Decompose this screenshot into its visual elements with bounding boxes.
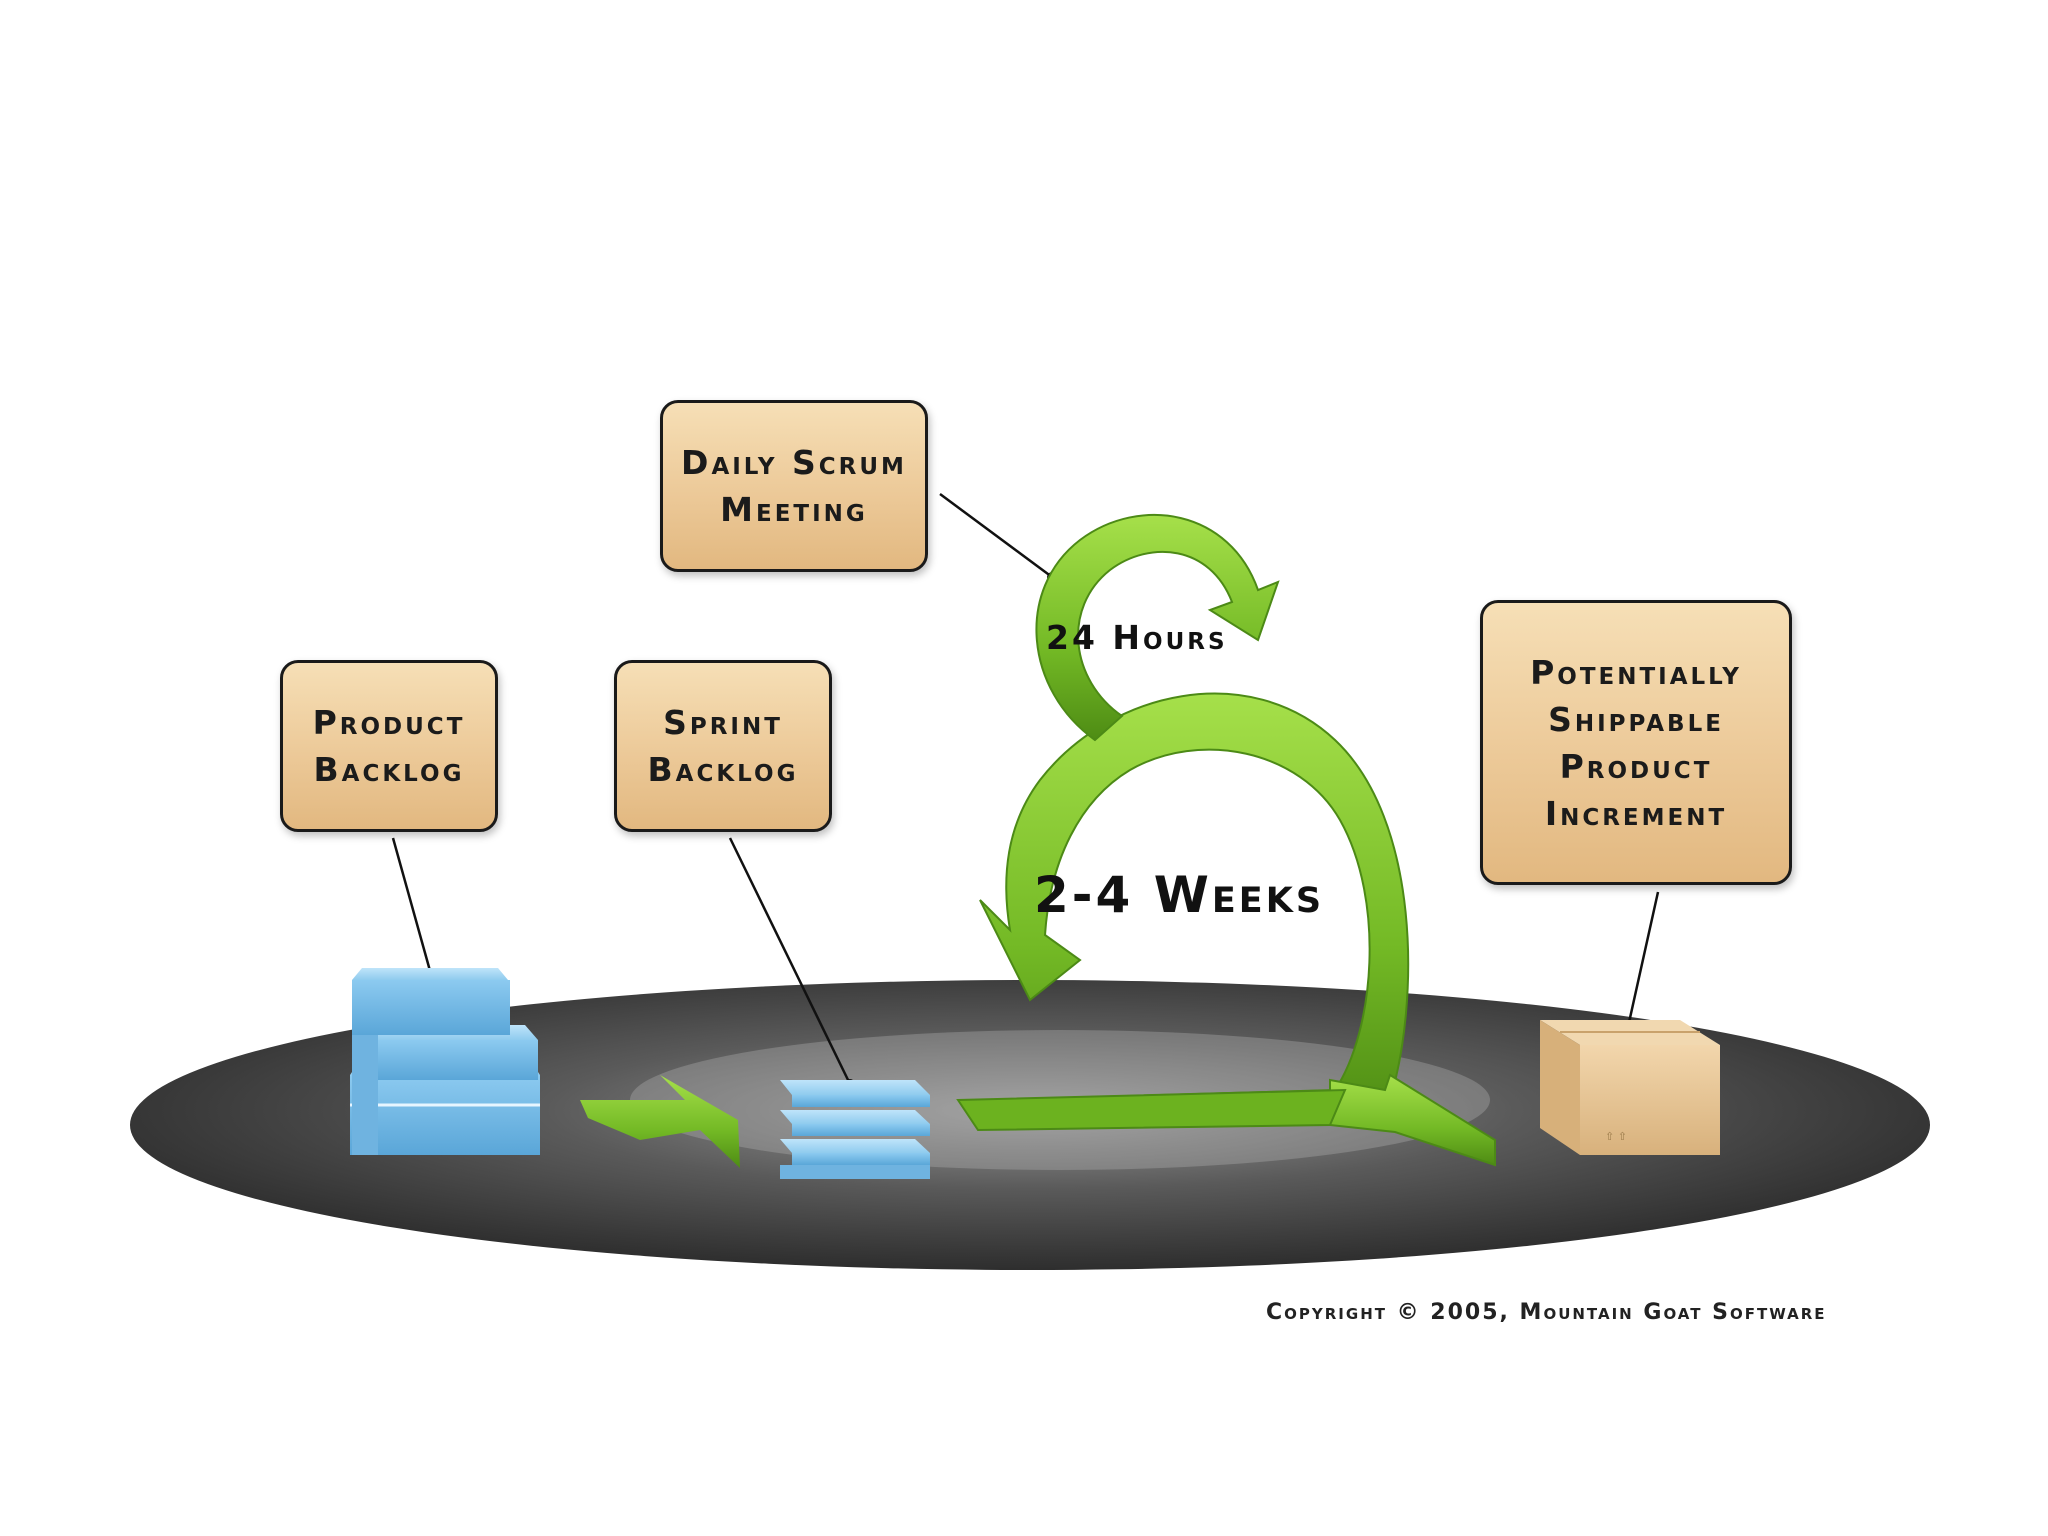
daily-loop-arrow xyxy=(1035,513,1280,742)
sprint-backlog-stack xyxy=(780,1080,930,1179)
label-sprint-backlog-line-1: Sprint xyxy=(663,703,783,742)
svg-text:⇧ ⇧: ⇧ ⇧ xyxy=(1605,1130,1627,1143)
connector-product-backlog xyxy=(391,837,434,979)
shippable-product-box: ⇧ ⇧ xyxy=(1540,1020,1720,1155)
connector-daily-scrum xyxy=(939,492,1053,579)
label-daily-scrum-line-1: Daily Scrum xyxy=(681,443,907,482)
label-product-backlog-line-1: Product xyxy=(312,703,466,742)
label-sprint-backlog: Sprint Backlog xyxy=(614,660,832,832)
flow-arrow-small xyxy=(580,1075,740,1168)
label-sprint-backlog-line-2: Backlog xyxy=(647,750,799,789)
label-potentially-shippable-increment: Potentially Shippable Product Increment xyxy=(1480,600,1792,885)
label-product-backlog: Product Backlog xyxy=(280,660,498,832)
loop-label-2-4-weeks: 2-4 Weeks xyxy=(1034,866,1325,924)
copyright-notice: Copyright © 2005, Mountain Goat Software xyxy=(1266,1300,1827,1325)
label-daily-scrum-line-2: Meeting xyxy=(720,490,868,529)
sprint-loop-arrow xyxy=(956,692,1496,1167)
label-increment-line-4: Increment xyxy=(1544,793,1728,833)
connector-lines xyxy=(391,492,1660,1085)
loop-label-24-hours: 24 Hours xyxy=(1046,618,1228,657)
connector-increment xyxy=(1624,891,1660,1037)
connector-sprint-backlog xyxy=(728,837,852,1085)
label-increment-line-3: Product xyxy=(1559,746,1713,786)
product-backlog-stack xyxy=(350,968,540,1155)
label-product-backlog-line-2: Backlog xyxy=(313,750,465,789)
label-increment-line-2: Shippable xyxy=(1548,699,1724,739)
label-daily-scrum-meeting: Daily Scrum Meeting xyxy=(660,400,928,572)
label-increment-line-1: Potentially xyxy=(1530,652,1742,692)
